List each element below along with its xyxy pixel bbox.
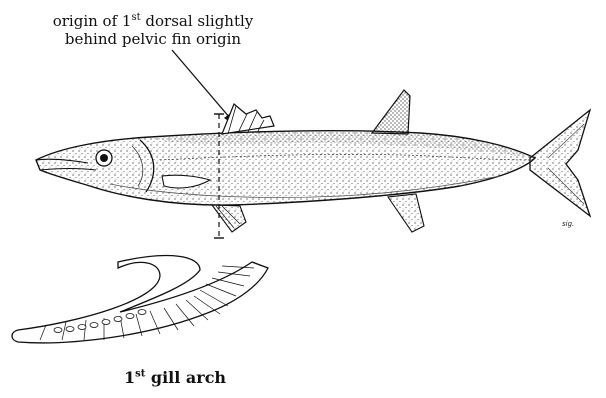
pelvic-fin [212,205,246,232]
gill-caption-text: gill arch [145,368,226,387]
barracuda-body [36,131,535,205]
first-dorsal-fin [222,104,274,134]
anal-fin [388,194,424,232]
gill-arch-caption: 1st gill arch [110,368,240,387]
second-dorsal-fin [372,90,410,134]
gill-caption-number: 1 [124,368,135,387]
artist-signature: sig. [562,220,574,228]
gill-arch [12,256,268,343]
annotation-arrow [172,50,236,126]
caudal-fin [530,110,590,216]
gill-caption-ordinal: st [135,369,145,380]
